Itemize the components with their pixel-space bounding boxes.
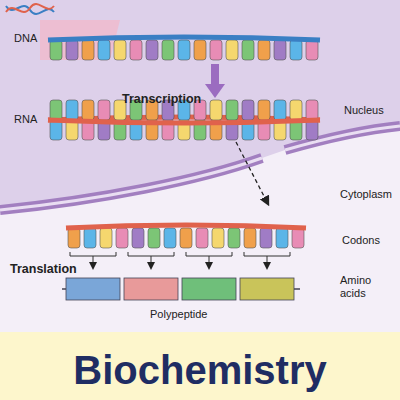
nucleotide-base bbox=[242, 40, 254, 60]
nucleotide-base bbox=[228, 228, 240, 248]
nucleotide-base bbox=[146, 40, 158, 60]
nucleotide-base bbox=[162, 40, 174, 60]
nucleotide-base bbox=[178, 40, 190, 60]
nucleotide-base bbox=[82, 100, 94, 120]
peptide-bond bbox=[294, 288, 300, 290]
page-title: Biochemistry bbox=[0, 348, 400, 392]
nucleotide-base bbox=[290, 100, 302, 120]
translation-arrow bbox=[209, 256, 210, 268]
amino-acid bbox=[240, 278, 294, 300]
nucleotide-base bbox=[210, 40, 222, 60]
dna-icon bbox=[6, 4, 54, 14]
transcription-arrow bbox=[211, 64, 219, 86]
codon-bracket bbox=[244, 252, 290, 256]
nucleotide-base bbox=[242, 100, 254, 120]
codon-bracket bbox=[186, 252, 232, 256]
part-label: Amino acids bbox=[340, 274, 390, 299]
part-label: Codons bbox=[342, 234, 380, 247]
nucleotide-base bbox=[244, 228, 256, 248]
part-label: DNA bbox=[14, 32, 37, 45]
translation-arrow bbox=[93, 256, 94, 268]
nucleotide-base bbox=[290, 40, 302, 60]
nucleotide-base bbox=[212, 228, 224, 248]
nucleotide-base bbox=[116, 228, 128, 248]
nucleotide-base bbox=[210, 100, 222, 120]
nucleotide-base bbox=[274, 40, 286, 60]
nucleus-region bbox=[0, 0, 400, 210]
rna-backbone bbox=[48, 120, 320, 123]
nucleotide-base bbox=[68, 228, 80, 248]
nucleotide-base bbox=[260, 228, 272, 248]
nucleotide-base bbox=[100, 228, 112, 248]
nucleotide-strands bbox=[48, 37, 320, 248]
part-label: RNA bbox=[14, 113, 37, 126]
nucleotide-base bbox=[132, 228, 144, 248]
nucleotide-base bbox=[292, 228, 304, 248]
translation-arrow bbox=[151, 256, 152, 268]
nucleotide-base bbox=[148, 228, 160, 248]
nucleotide-base bbox=[98, 100, 110, 120]
nucleotide-base bbox=[82, 40, 94, 60]
part-label: Cytoplasm bbox=[340, 188, 392, 201]
nucleotide-base bbox=[274, 100, 286, 120]
codon-brackets bbox=[70, 252, 290, 268]
nucleotide-base bbox=[180, 228, 192, 248]
nucleotide-base bbox=[84, 228, 96, 248]
export-arrow bbox=[236, 142, 268, 204]
nucleotide-base bbox=[196, 228, 208, 248]
nucleotide-base bbox=[226, 100, 238, 120]
translation-arrow bbox=[267, 256, 268, 268]
nucleotide-base bbox=[258, 40, 270, 60]
codon-bracket bbox=[128, 252, 174, 256]
nucleotide-base bbox=[226, 40, 238, 60]
process-label: Translation bbox=[10, 262, 77, 276]
codon-bracket bbox=[70, 252, 116, 256]
nuclear-membrane-inner bbox=[0, 158, 262, 210]
nucleotide-base bbox=[258, 100, 270, 120]
process-label: Transcription bbox=[122, 92, 201, 106]
nucleotide-base bbox=[98, 40, 110, 60]
amino-acid bbox=[66, 278, 120, 300]
peptide-bond bbox=[62, 288, 66, 290]
nucleotide-base bbox=[164, 228, 176, 248]
nucleotide-base bbox=[130, 40, 142, 60]
nucleotide-base bbox=[66, 100, 78, 120]
nuclear-membrane bbox=[0, 158, 262, 210]
nucleotide-base bbox=[66, 40, 78, 60]
part-label: Polypeptide bbox=[150, 308, 208, 321]
amino-acid bbox=[124, 278, 178, 300]
nucleotide-base bbox=[306, 100, 318, 120]
nucleotide-base bbox=[50, 100, 62, 120]
nucleotide-base bbox=[194, 40, 206, 60]
transcription-arrowhead bbox=[205, 84, 225, 98]
mrna-backbone bbox=[66, 225, 306, 228]
part-label: Nucleus bbox=[344, 104, 384, 117]
nucleotide-base bbox=[114, 40, 126, 60]
dna-backbone bbox=[48, 37, 320, 40]
nucleotide-base bbox=[306, 40, 318, 60]
nucleotide-base bbox=[276, 228, 288, 248]
nucleotide-base bbox=[50, 40, 62, 60]
amino-acid bbox=[182, 278, 236, 300]
